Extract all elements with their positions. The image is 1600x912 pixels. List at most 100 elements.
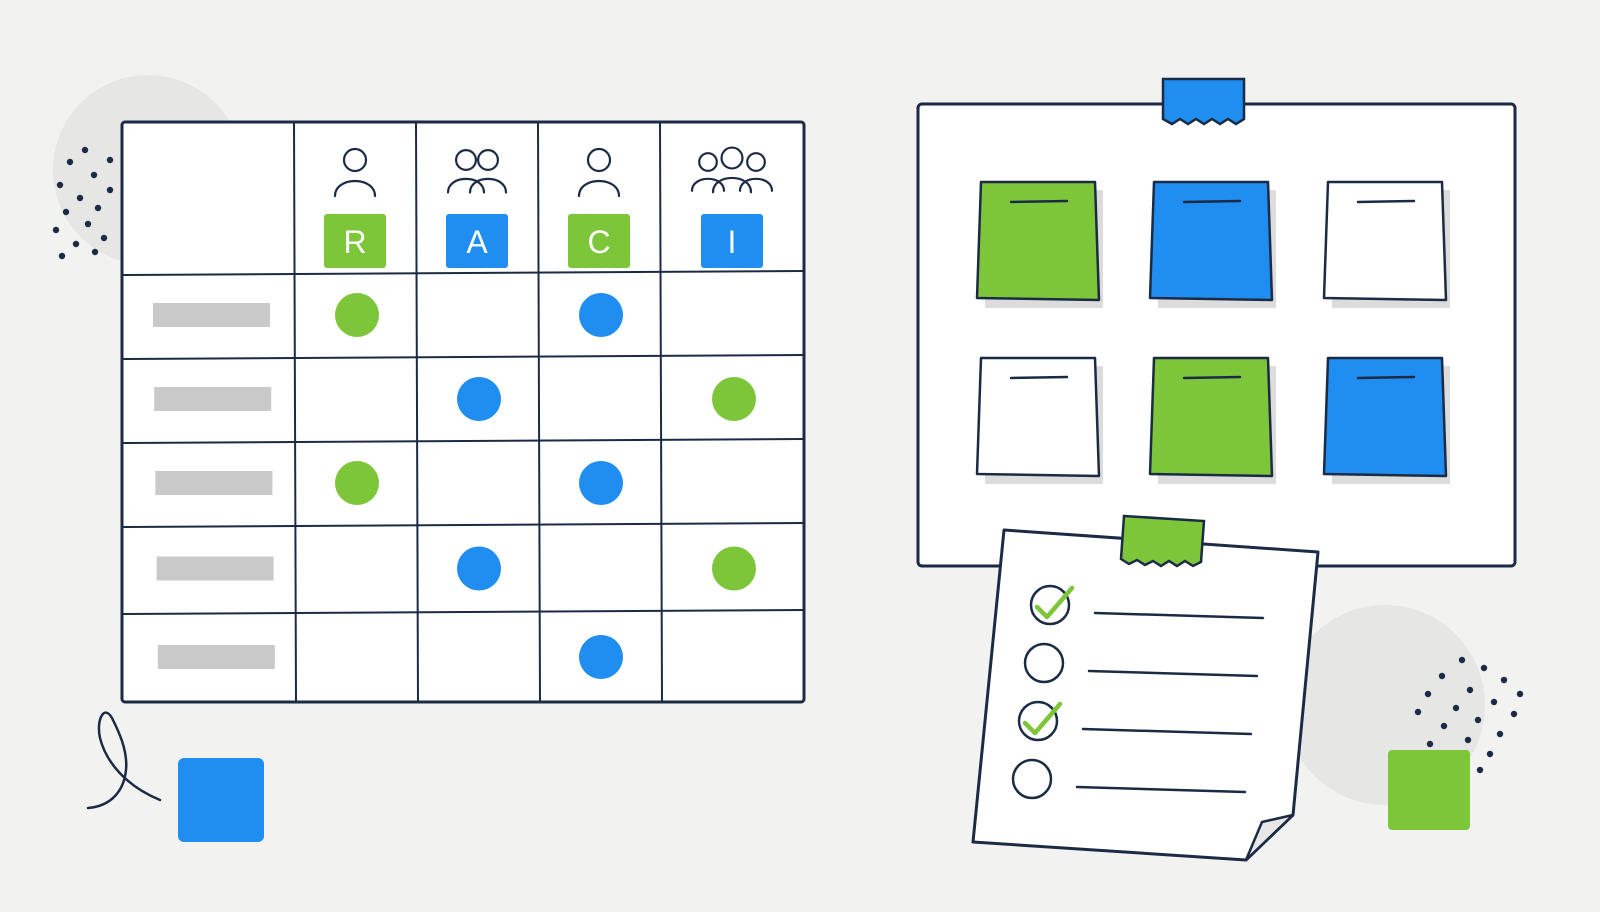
- dot: [106, 186, 114, 194]
- checkmark-icon: [1022, 701, 1063, 736]
- raci-letter-r: R: [343, 224, 366, 260]
- raci-column-header: C: [568, 147, 630, 268]
- dot: [52, 226, 60, 234]
- two-people-icon: [446, 149, 508, 194]
- blue-square-decoration: [178, 758, 264, 842]
- dot: [91, 248, 99, 256]
- dot: [1500, 676, 1508, 684]
- sticky-note-line: [1356, 375, 1416, 380]
- raci-letter-badge: [324, 214, 386, 268]
- group-people-icon: [690, 146, 774, 194]
- dot: [1440, 722, 1448, 730]
- person-body: [468, 177, 508, 194]
- board-tape: [1161, 77, 1246, 126]
- raci-assignment-dot: [579, 635, 623, 679]
- checklist-items: [1011, 584, 1265, 800]
- raci-letter-badge: [446, 214, 508, 268]
- dot: [1474, 716, 1482, 724]
- dot: [1476, 766, 1484, 774]
- checklist-line: [1093, 611, 1265, 620]
- checklist-sheet: [971, 514, 1320, 862]
- grid-row-line: [121, 438, 805, 444]
- green-square-decoration: [1388, 750, 1470, 830]
- raci-letter-badge: [568, 214, 630, 268]
- person-head: [586, 147, 612, 173]
- raci-assignment-dot: [457, 546, 501, 591]
- raci-assignment-dot: [335, 293, 379, 337]
- dot: [1510, 710, 1518, 718]
- sticky-note-line: [1009, 199, 1069, 204]
- checkmark-icon: [1034, 585, 1075, 620]
- dot: [81, 146, 89, 154]
- raci-row: [157, 635, 623, 679]
- raci-column-header: I: [690, 146, 774, 268]
- raci-assignment-dot: [712, 377, 756, 421]
- person-body: [333, 180, 377, 198]
- checklist-item: [1029, 584, 1265, 626]
- sticky-note-line: [1182, 375, 1242, 380]
- checklist-tape-shape: [1119, 514, 1206, 568]
- dot-pattern-left: [52, 146, 114, 260]
- sticky-note: [1322, 180, 1450, 308]
- raci-assignment-dot: [457, 377, 501, 421]
- checklist-item: [1011, 758, 1247, 800]
- checkbox-circle: [1029, 584, 1071, 626]
- task-placeholder-bar: [155, 471, 273, 495]
- dot: [106, 156, 114, 164]
- dot: [76, 194, 84, 202]
- dot: [58, 252, 66, 260]
- grid-column-line: [415, 121, 419, 703]
- notes-board: [916, 77, 1517, 568]
- checklist-line: [1087, 669, 1259, 678]
- task-placeholder-bar: [156, 556, 274, 581]
- sticky-note-paper: [975, 356, 1101, 478]
- person-body: [577, 180, 621, 198]
- dot: [56, 181, 64, 189]
- person-head: [342, 147, 368, 173]
- dot: [1496, 730, 1504, 738]
- dot: [1466, 686, 1474, 694]
- checklist-item: [1023, 642, 1259, 684]
- dot: [1424, 690, 1432, 698]
- sticky-note: [1322, 356, 1450, 484]
- person-body: [446, 177, 486, 194]
- squiggle-line: [86, 711, 162, 810]
- checklist-line: [1081, 727, 1253, 736]
- person-body: [690, 177, 726, 192]
- page-curl-fold: [1244, 813, 1295, 862]
- grid-column-line: [537, 121, 541, 703]
- dot: [66, 158, 74, 166]
- grid-column-line: [293, 121, 297, 703]
- person-head: [477, 149, 500, 172]
- sticky-note: [975, 180, 1103, 308]
- raci-assignment-dot: [335, 461, 379, 505]
- raci-assignment-dot: [712, 546, 756, 591]
- sticky-notes-grid: [975, 180, 1450, 484]
- checkbox-circle: [1023, 642, 1065, 684]
- raci-column-header: A: [446, 149, 508, 268]
- grid-row-line: [121, 522, 805, 528]
- board-tape-shape: [1161, 77, 1246, 126]
- person-body: [738, 177, 774, 192]
- grid-row-line: [121, 270, 805, 276]
- sticky-note-paper: [1322, 180, 1448, 302]
- single-person-icon: [577, 147, 621, 198]
- dot: [100, 234, 108, 242]
- raci-row: [154, 377, 756, 421]
- dot: [1438, 672, 1446, 680]
- person-head: [720, 146, 744, 170]
- task-placeholder-bar: [157, 645, 275, 669]
- dot: [72, 240, 80, 248]
- dot: [1480, 664, 1488, 672]
- sticky-note-paper: [1148, 356, 1274, 478]
- raci-assignment-dot: [579, 461, 623, 505]
- checklist-paper: [971, 528, 1320, 862]
- grid-column-line: [659, 121, 663, 703]
- dot: [1464, 736, 1472, 744]
- dot: [90, 171, 98, 179]
- dot: [1426, 740, 1434, 748]
- raci-column-header: R: [324, 147, 386, 268]
- grid-row-line: [121, 609, 805, 615]
